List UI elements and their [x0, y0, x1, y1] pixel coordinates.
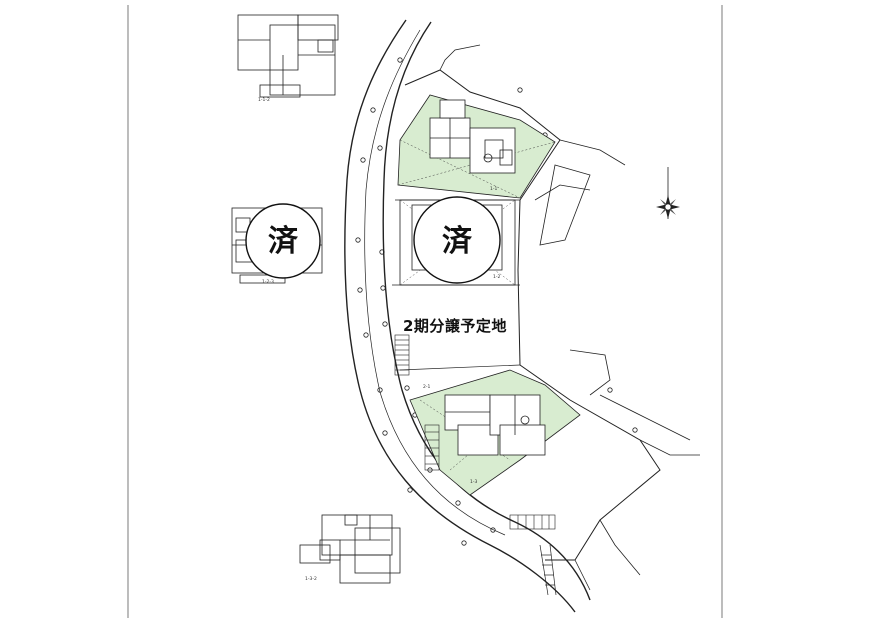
road [344, 19, 638, 613]
house-plan-bottom: 1-3-2 [299, 514, 401, 584]
lot-1-1: 1-1 [397, 94, 556, 199]
lower-crossing [539, 544, 557, 596]
sold-marker-left: 済 [245, 203, 321, 279]
lot-1-3-label: 1-3 [470, 479, 477, 485]
house-plan-bottom-label: 1-3-2 [305, 576, 317, 582]
steps [394, 334, 556, 530]
house-plan-left-label: 1-2-3 [262, 279, 274, 285]
sold-marker-lot-1-2: 済 [413, 196, 501, 284]
lot-1-3: 1-3 [409, 369, 581, 496]
phase2-label: 2期分譲予定地 [403, 317, 507, 335]
house-plan-top: 1-1-2 [237, 14, 339, 103]
sold-marker-left-text: 済 [268, 224, 299, 259]
sold-marker-lot-1-2-text: 済 [442, 224, 473, 259]
house-plan-top-label: 1-1-2 [258, 97, 270, 103]
lot-2-1-label: 2-1 [423, 384, 430, 390]
lot-1-2-label: 1-2 [493, 274, 500, 280]
drawing-frame [127, 5, 723, 618]
north-compass-icon [656, 167, 680, 219]
lot-1-1-label: 1-1 [490, 186, 497, 192]
